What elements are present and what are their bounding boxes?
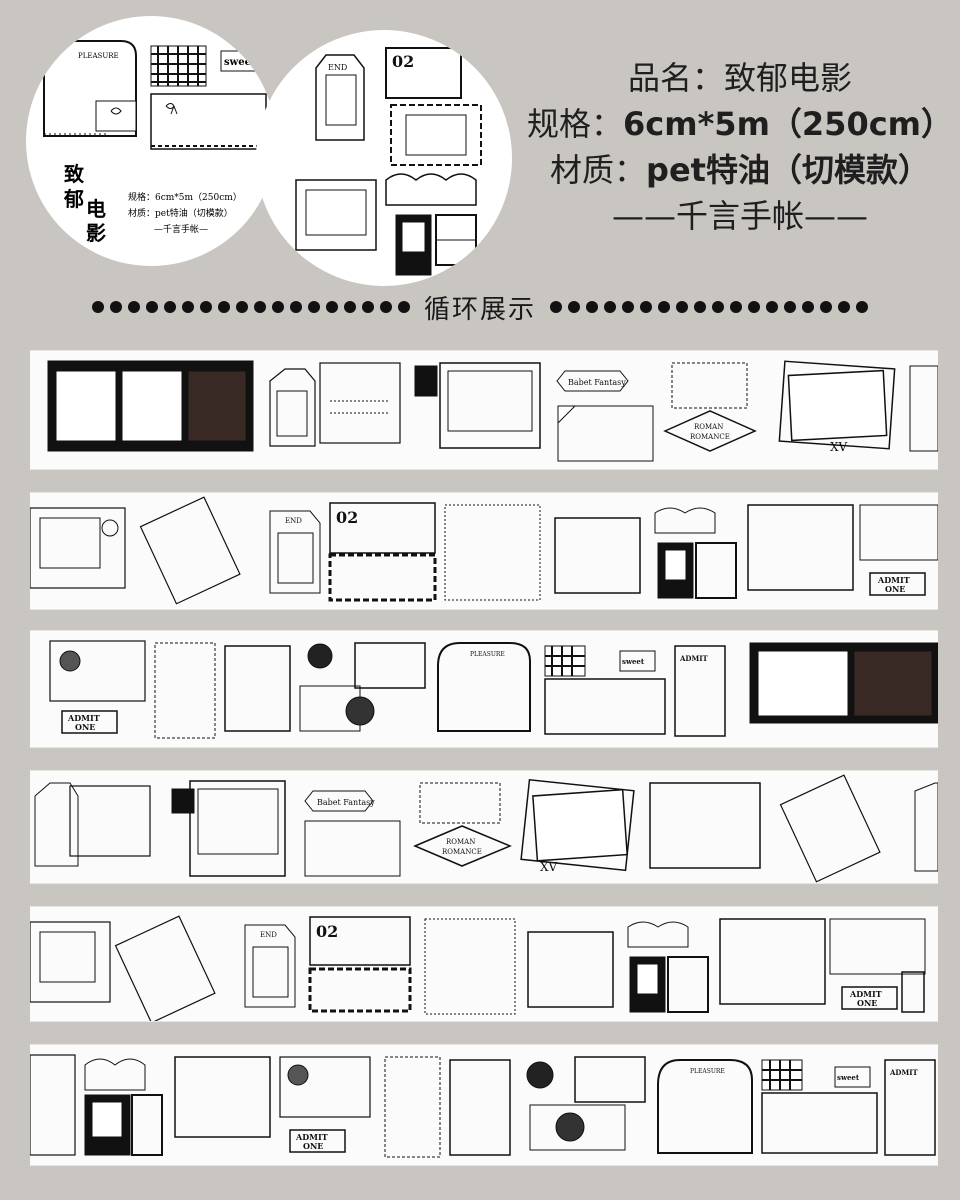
admit-text-6: ADMIT bbox=[295, 1132, 328, 1142]
separator-dot bbox=[658, 301, 670, 313]
product-info: 品名：致郁电影 规格：6cm*5m（250cm） 材质：pet特油（切模款） —… bbox=[520, 55, 960, 239]
tape-strip-5: END 02 ADMIT ONE bbox=[30, 906, 938, 1022]
roman-text-4: ROMAN bbox=[446, 838, 475, 846]
one-text-3: ONE bbox=[75, 722, 95, 732]
number-text-2: 02 bbox=[336, 508, 358, 527]
tape-preview-left: PLEASURE sweet 致 郁 电 影 规格：6cm*5m（250cm） … bbox=[43, 40, 267, 245]
separator-dot bbox=[694, 301, 706, 313]
separator-dot bbox=[379, 301, 392, 313]
separator-dot bbox=[604, 301, 616, 313]
babet-text-1: Babet Fantasy bbox=[568, 378, 626, 387]
separator-dot bbox=[712, 301, 724, 313]
one-text-2: ONE bbox=[885, 584, 905, 594]
separator-dot bbox=[838, 301, 850, 313]
admit-text-5: ADMIT bbox=[849, 989, 882, 999]
end-text-2: END bbox=[285, 517, 302, 525]
spec-prefix: 规格： bbox=[526, 105, 623, 143]
separator-dot bbox=[748, 301, 760, 313]
separator-dot bbox=[622, 301, 634, 313]
xv-text-1: XV bbox=[830, 440, 848, 454]
separator-dot bbox=[640, 301, 652, 313]
sweet-text-6: sweet bbox=[837, 1073, 860, 1082]
separator-dot bbox=[784, 301, 796, 313]
dots-left bbox=[91, 301, 410, 313]
separator-dot bbox=[109, 301, 122, 313]
admit-text-3b: ADMIT bbox=[679, 654, 709, 663]
product-material: 材质：pet特油（切模款） bbox=[520, 147, 960, 193]
dots-right bbox=[550, 301, 868, 313]
separator-dot bbox=[253, 301, 266, 313]
title-char-4: 影 bbox=[86, 221, 106, 245]
xv-text-4: XV bbox=[540, 860, 558, 874]
product-circle-left: PLEASURE sweet 致 郁 电 影 规格：6cm*5m（250cm） … bbox=[26, 16, 276, 266]
separator-dot bbox=[325, 301, 338, 313]
material-value: pet特油（切模款） bbox=[646, 151, 930, 189]
separator-dot bbox=[127, 301, 140, 313]
number-text-5: 02 bbox=[316, 922, 338, 941]
separator-dot bbox=[397, 301, 410, 313]
tape-strip-4: Babet Fantasy ROMAN ROMANCE XV bbox=[30, 770, 938, 884]
material-prefix: 材质： bbox=[550, 151, 647, 189]
roman-text-1: ROMAN bbox=[694, 423, 723, 431]
spec-value: 6cm*5m（250cm） bbox=[622, 105, 954, 143]
title-char-2: 郁 bbox=[63, 187, 84, 211]
separator-dot bbox=[235, 301, 248, 313]
separator-dot bbox=[550, 301, 562, 313]
separator-dot bbox=[361, 301, 374, 313]
tape-strip-3: ADMIT ONE PLEASURE sweet ADMIT bbox=[30, 630, 938, 748]
separator-dot bbox=[91, 301, 104, 313]
admit-text-2: ADMIT bbox=[877, 575, 910, 585]
separator-dot bbox=[289, 301, 302, 313]
number-02: 02 bbox=[392, 52, 414, 71]
tape-strip-6: ADMIT ONE PLEASURE sweet ADMIT bbox=[30, 1044, 938, 1166]
tape-strip-1: Babet Fantasy ROMAN ROMANCE XV bbox=[30, 350, 938, 470]
one-text-6: ONE bbox=[303, 1141, 323, 1151]
circle-spec: 规格：6cm*5m（250cm） bbox=[128, 191, 242, 203]
one-text-5: ONE bbox=[857, 998, 877, 1008]
circle-material: 材质：pet特油（切模款） bbox=[128, 207, 233, 219]
product-spec: 规格：6cm*5m（250cm） bbox=[520, 101, 960, 147]
babet-text-4: Babet Fantasy bbox=[317, 798, 375, 807]
title-char-3: 电 bbox=[86, 197, 106, 221]
product-name: 品名：致郁电影 bbox=[627, 59, 852, 97]
separator-dot bbox=[820, 301, 832, 313]
separator-dot bbox=[199, 301, 212, 313]
loop-display-label: 循环展示 bbox=[423, 294, 536, 325]
separator-dot bbox=[730, 301, 742, 313]
loop-display-separator: 循环展示 bbox=[0, 285, 960, 329]
separator-dot bbox=[307, 301, 320, 313]
circle-brand: —千言手帐— bbox=[154, 223, 208, 235]
romance-text-4: ROMANCE bbox=[442, 848, 482, 856]
end-text-5: END bbox=[260, 931, 277, 939]
separator-dot bbox=[343, 301, 356, 313]
separator-dot bbox=[145, 301, 158, 313]
admit-text-3: ADMIT bbox=[67, 713, 100, 723]
separator-dot bbox=[181, 301, 194, 313]
separator-dot bbox=[163, 301, 176, 313]
plaid-block bbox=[150, 45, 207, 87]
sweet-text-3: sweet bbox=[622, 657, 645, 666]
separator-dot bbox=[856, 301, 868, 313]
admit-text-6b: ADMIT bbox=[889, 1068, 919, 1077]
tape-preview-right: END 02 bbox=[295, 47, 482, 276]
pleasure-text-3: PLEASURE bbox=[470, 651, 505, 658]
title-char-1: 致 bbox=[64, 162, 85, 186]
pleasure-text-6: PLEASURE bbox=[690, 1068, 725, 1075]
romance-text-1: ROMANCE bbox=[690, 433, 730, 441]
end-tag-text: END bbox=[328, 63, 347, 72]
sweet-text: sweet bbox=[224, 57, 256, 68]
separator-dot bbox=[586, 301, 598, 313]
product-brand: ——千言手帐—— bbox=[611, 197, 868, 235]
pleasure-text: PLEASURE bbox=[78, 52, 119, 60]
separator-dot bbox=[676, 301, 688, 313]
separator-dot bbox=[568, 301, 580, 313]
separator-dot bbox=[217, 301, 230, 313]
separator-dot bbox=[766, 301, 778, 313]
tape-strip-2: END 02 ADMIT ONE bbox=[30, 492, 938, 610]
product-circle-right: END 02 bbox=[256, 30, 512, 286]
separator-dot bbox=[271, 301, 284, 313]
separator-dot bbox=[802, 301, 814, 313]
